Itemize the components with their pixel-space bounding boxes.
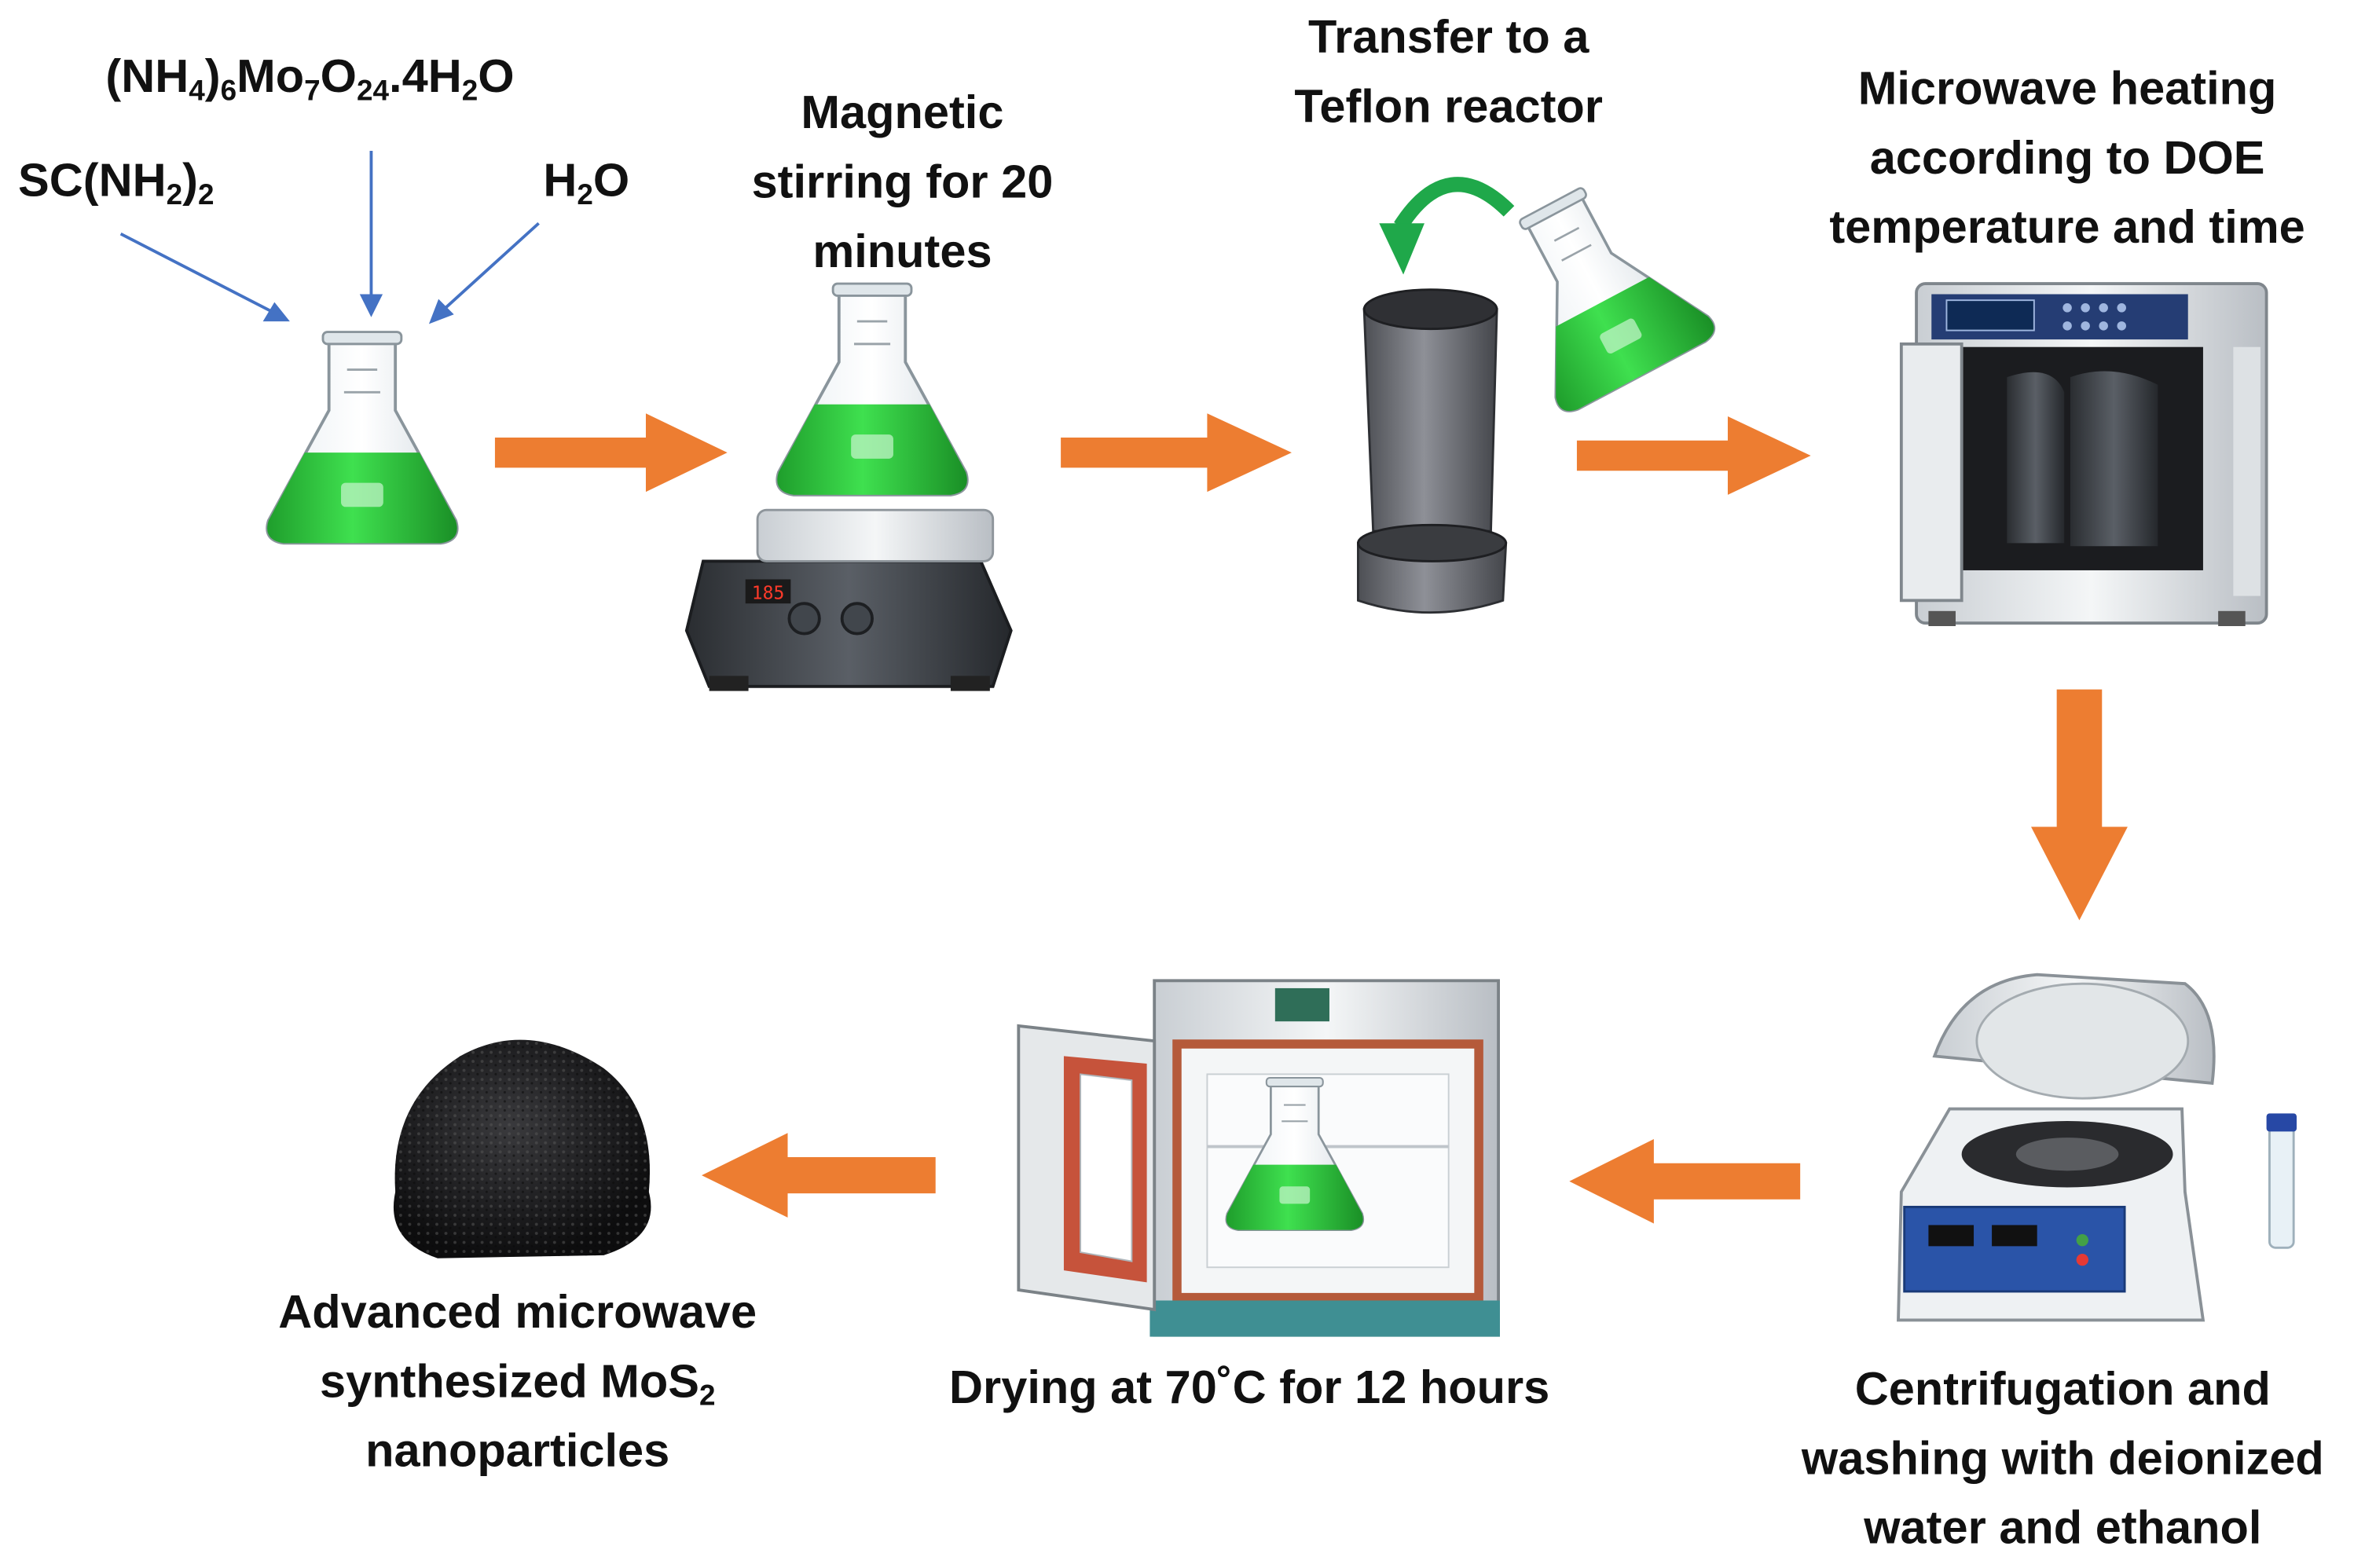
- reaction-flask: [266, 330, 459, 545]
- reagent-water: H2O: [543, 153, 630, 212]
- arrow-left: [702, 1133, 936, 1218]
- microwave-reactor: [1899, 282, 2268, 627]
- centrifuge: [1897, 973, 2297, 1322]
- hotplate-display: 185: [752, 583, 785, 603]
- arrow-down: [2031, 689, 2128, 921]
- arrow-left: [1569, 1138, 1801, 1224]
- tilted-flask: [1472, 161, 1721, 418]
- step-label-product: Advanced microwave synthesized MoS2 nano…: [278, 1285, 757, 1478]
- reagent-ammonium-molybdate: (NH4)6Mo7O24.4H2O: [105, 49, 515, 108]
- step-label-microwave: Microwave heating according to DOE tempe…: [1829, 61, 2305, 254]
- arrow-right: [494, 413, 728, 493]
- transfer-curved-arrow: [1379, 177, 1515, 275]
- step-label-drying: Drying at 70˚C for 12 hours: [949, 1361, 1550, 1414]
- step-label-centrifuge: Centrifugation and washing with deionize…: [1801, 1362, 2324, 1555]
- reagent-arrows: [119, 151, 540, 324]
- step-label-stirring: Magnetic stirring for 20 minutes: [751, 86, 1054, 278]
- process-arrows: [494, 413, 2128, 1224]
- arrow-right: [1576, 416, 1811, 495]
- step-label-transfer: Transfer to a Teflon reactor: [1294, 10, 1603, 134]
- mos2-powder: [393, 1039, 651, 1258]
- magnetic-stirrer-hotplate: 185: [684, 508, 1013, 691]
- stirring-flask: [776, 282, 969, 496]
- arrow-right: [1061, 413, 1292, 493]
- reagent-thiourea: SC(NH2)2: [18, 153, 214, 212]
- teflon-reactor: [1357, 288, 1508, 614]
